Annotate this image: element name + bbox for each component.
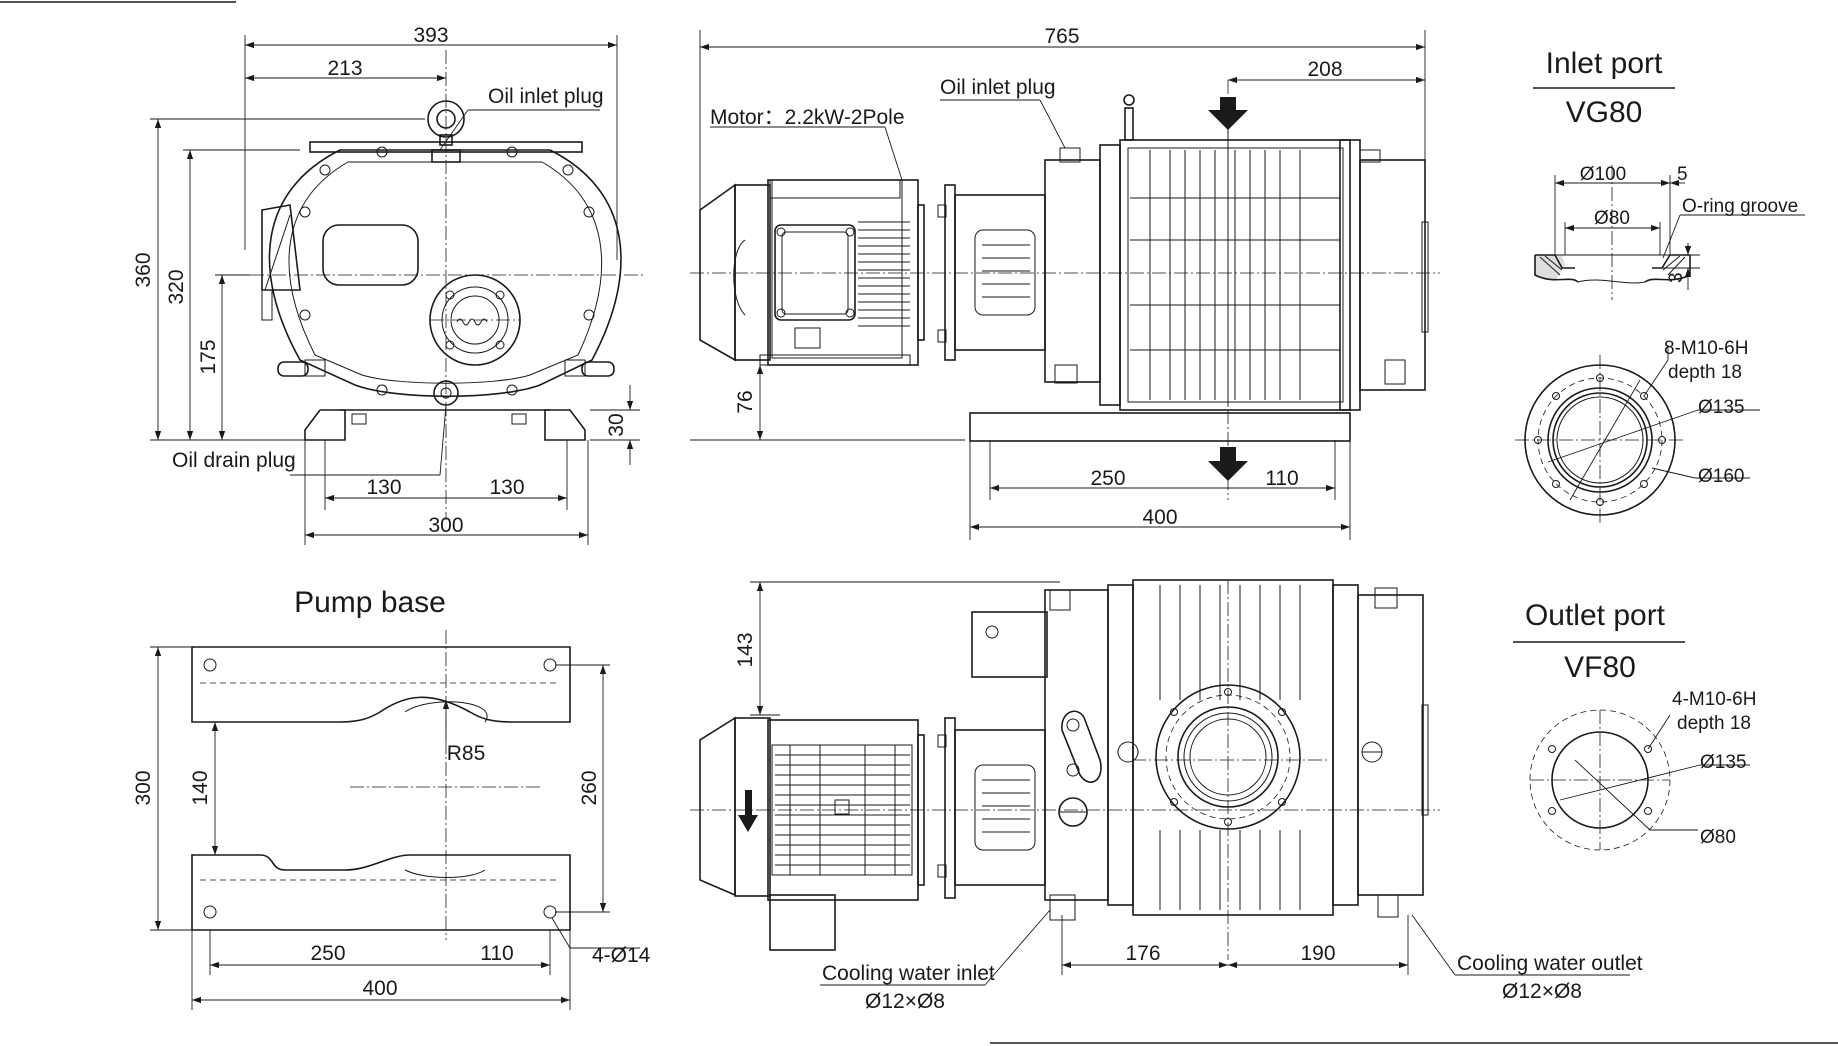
label-motor: Motor：2.2kW-2Pole — [710, 106, 905, 129]
label-cooling-water-outlet-size: Ø12×Ø8 — [1502, 980, 1582, 1003]
dim-height-total: 360 — [132, 252, 155, 287]
dim-base-holes: 4-Ø14 — [592, 944, 651, 967]
motor-fan-cover — [699, 183, 736, 362]
dim-hole-span: 260 — [578, 770, 601, 805]
top-view — [690, 579, 1630, 986]
dim-inlet-offset: 213 — [327, 57, 362, 80]
dim-inlet-bolt: 8-M10-6H — [1664, 338, 1748, 359]
front-view — [150, 35, 645, 545]
inlet-port-detail — [1515, 87, 1805, 525]
pump-base-view — [150, 630, 640, 1010]
dim-center-height: 175 — [197, 339, 220, 374]
pump-gearbox — [1359, 159, 1426, 391]
dim-foot-left: 130 — [366, 476, 401, 499]
side-view — [690, 30, 1440, 540]
dim-outlet-bolt: 4-M10-6H — [1672, 689, 1756, 710]
dim-overall-length: 765 — [1044, 25, 1079, 48]
label-o-ring-groove: O-ring groove — [1682, 196, 1798, 217]
front-view-text: 393 213 360 320 175 30 130 130 300 Oil i… — [132, 24, 628, 537]
top-endplate — [1044, 589, 1109, 901]
dim-foot-right: 130 — [489, 476, 524, 499]
dim-outlet-depth: depth 18 — [1677, 713, 1751, 734]
dim-inlet-od: Ø160 — [1698, 466, 1744, 487]
pump-base-text: Pump base 300 140 260 R85 250 110 400 4-… — [132, 586, 651, 1000]
dim-base-height: 30 — [605, 413, 628, 436]
dim-base-hole-right: 110 — [480, 942, 513, 965]
dim-top-left: 176 — [1125, 942, 1160, 965]
dim-inlet-to-end: 208 — [1307, 58, 1342, 81]
base-rail-top — [191, 646, 571, 723]
rotation-arrow — [738, 790, 758, 832]
label-cooling-water-inlet: Cooling water inlet — [822, 962, 995, 985]
top-rotor-housing — [1132, 579, 1334, 916]
dim-top-right: 190 — [1300, 942, 1335, 965]
dim-groove-width: 5 — [1677, 164, 1688, 185]
dim-base-inner: 140 — [189, 770, 212, 805]
label-cooling-water-inlet-size: Ø12×Ø8 — [865, 990, 945, 1013]
inlet-port-title: Inlet port — [1546, 47, 1663, 80]
pump-body — [268, 149, 622, 398]
inlet-port-standard: VG80 — [1566, 96, 1643, 129]
dim-shaft-height: 76 — [734, 390, 757, 413]
dim-base-hole-left: 250 — [310, 942, 345, 965]
dim-radius: R85 — [447, 742, 486, 765]
outlet-port-title: Outlet port — [1525, 599, 1666, 632]
outlet-port-standard: VF80 — [1564, 651, 1636, 684]
side-box — [261, 204, 301, 291]
motor-body — [767, 179, 919, 366]
dim-base-depth: 300 — [132, 770, 155, 805]
label-oil-inlet-plug-side: Oil inlet plug — [940, 76, 1056, 99]
dim-base-len: 400 — [362, 977, 397, 1000]
inlet-port-text: Inlet port VG80 Ø100 Ø80 5 3 O-ring groo… — [1546, 47, 1799, 487]
dim-base-length: 400 — [1142, 506, 1177, 529]
top-view-text: 143 176 190 Cooling water inlet Ø12×Ø8 C… — [734, 632, 1643, 1013]
dim-outlet-pcd: Ø135 — [1700, 752, 1746, 773]
pump-base-plate — [969, 412, 1351, 442]
dim-overall-width: 393 — [413, 24, 448, 47]
pump-endplate — [1044, 159, 1101, 383]
terminal-box — [774, 224, 856, 321]
pump-base-title: Pump base — [294, 586, 446, 619]
dim-d100: Ø100 — [1580, 164, 1626, 185]
dim-inlet-depth: depth 18 — [1668, 362, 1742, 383]
dim-top-offset: 143 — [734, 632, 757, 667]
dim-hole-left: 250 — [1090, 467, 1125, 490]
coupling-housing — [954, 194, 1046, 351]
dim-inlet-pcd: Ø135 — [1698, 397, 1744, 418]
label-cooling-water-outlet: Cooling water outlet — [1457, 952, 1643, 975]
side-view-text: 765 208 76 250 110 400 Motor：2.2kW-2Pole… — [710, 25, 1343, 529]
dim-outlet-bore: Ø80 — [1700, 827, 1736, 848]
outlet-port-text: Outlet port VF80 4-M10-6H depth 18 Ø135 … — [1525, 599, 1757, 848]
base-rail-bottom — [191, 854, 571, 931]
sight-window — [322, 224, 419, 286]
top-bracket — [971, 611, 1048, 678]
dim-groove-depth: 3 — [1666, 272, 1687, 283]
outlet-port-detail — [1513, 641, 1750, 851]
label-oil-drain-plug: Oil drain plug — [172, 449, 296, 472]
dim-d80: Ø80 — [1594, 208, 1630, 229]
pump-rotor-housing — [1119, 139, 1351, 411]
dim-hole-right: 110 — [1265, 467, 1298, 490]
label-oil-inlet-plug: Oil inlet plug — [488, 85, 604, 108]
dim-base-width: 300 — [428, 514, 463, 537]
top-fan-cover — [699, 716, 736, 897]
dim-height-flange: 320 — [165, 269, 188, 304]
top-gearbox — [1357, 594, 1424, 896]
